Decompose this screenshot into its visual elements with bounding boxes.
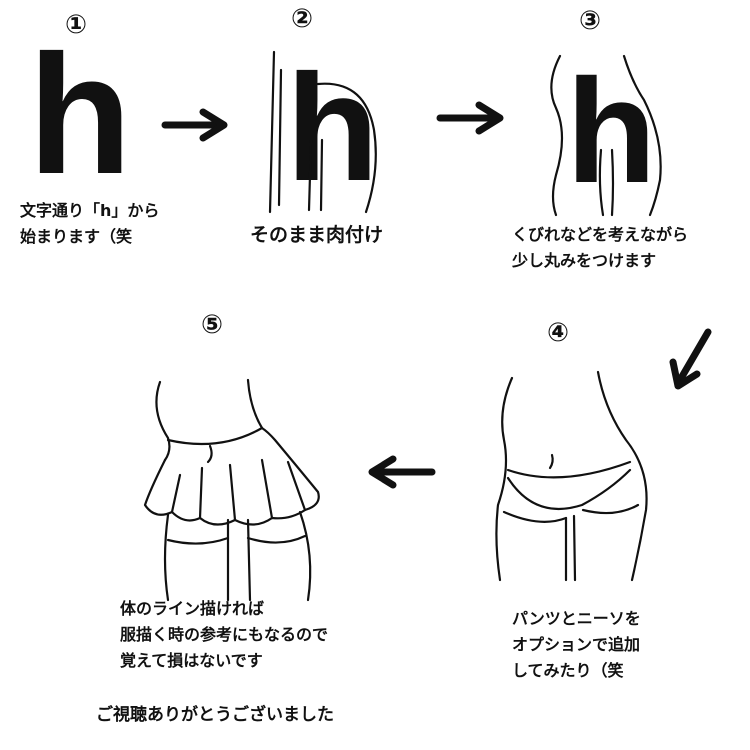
step-4-caption: パンツとニーソを オプションで追加 してみたり（笑 [512,609,641,680]
step-5-number: ⑤ [200,310,223,340]
step-2-caption: そのまま肉付け [250,224,384,246]
step-2-body-outline [268,50,377,214]
step-1-caption: 文字通り「h」から 始まります（笑 [20,201,160,246]
step-1-letter: h [28,20,132,210]
arrow-1-to-2 [161,108,228,142]
step-5-caption: 体のライン描ければ 服描く時の参考にもなるので 覚えて損はないです [120,599,329,670]
step-1-number: ① [64,10,87,40]
step-2-letter: h [286,43,379,213]
step-3-number: ③ [578,6,601,36]
step-3-letter: h [566,49,657,214]
step-4-number: ④ [546,318,569,348]
arrow-2-to-3 [436,101,504,135]
step-3-body-outline [550,54,662,217]
arrow-3-to-4 [669,328,712,390]
step-4-figure [495,370,648,582]
step-3-caption: くびれなどを考えながら 少し丸みをつけます [512,225,689,270]
step-5-figure [143,378,320,602]
closing-message: ご視聴ありがとうございました [96,705,334,725]
arrow-4-to-5 [368,455,436,489]
step-2-number: ② [290,4,313,34]
